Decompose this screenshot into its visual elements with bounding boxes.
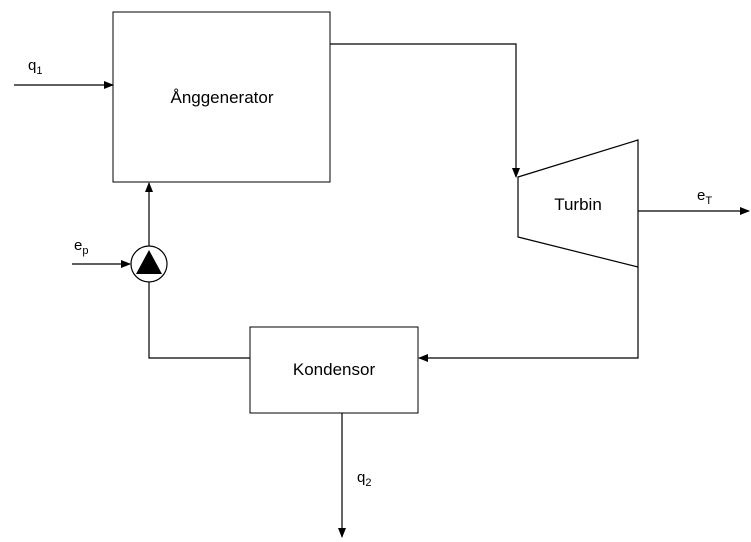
pump-triangle bbox=[136, 250, 162, 274]
pipe-condenser-to-pump bbox=[148, 282, 250, 359]
turbine-work-subscript: T bbox=[705, 195, 712, 207]
turbine-label: Turbin bbox=[554, 195, 602, 214]
condenser-box bbox=[249, 326, 419, 414]
boiler-block: Ånggenerator bbox=[112, 11, 331, 183]
turbine-block: Turbin bbox=[517, 139, 639, 268]
heat-input-symbol: q bbox=[28, 57, 36, 74]
pump-work-input: ep bbox=[72, 237, 131, 268]
heat-output: q2 bbox=[338, 413, 371, 538]
boiler-box bbox=[112, 11, 331, 183]
heat-input-label: q1 bbox=[28, 57, 42, 77]
pipe-boiler-to-turbine bbox=[330, 43, 520, 178]
turbine-work-output: eT bbox=[638, 187, 750, 215]
heat-input: q1 bbox=[14, 57, 114, 89]
pump bbox=[130, 245, 168, 283]
heat-output-label: q2 bbox=[357, 469, 371, 489]
pump-work-subscript: p bbox=[82, 245, 88, 257]
pump-work-label: ep bbox=[74, 237, 88, 257]
condenser-label: Kondensor bbox=[293, 360, 376, 379]
pump-work-symbol: e bbox=[74, 237, 82, 254]
pipe-turbine-to-condenser bbox=[418, 267, 639, 362]
heat-output-symbol: q bbox=[357, 469, 365, 486]
heat-input-subscript: 1 bbox=[36, 65, 42, 77]
condenser-block: Kondensor bbox=[249, 326, 419, 414]
turbine-work-label: eT bbox=[697, 187, 712, 207]
heat-output-subscript: 2 bbox=[365, 477, 371, 489]
boiler-label: Ånggenerator bbox=[170, 88, 273, 107]
turbine-work-symbol: e bbox=[697, 187, 705, 204]
